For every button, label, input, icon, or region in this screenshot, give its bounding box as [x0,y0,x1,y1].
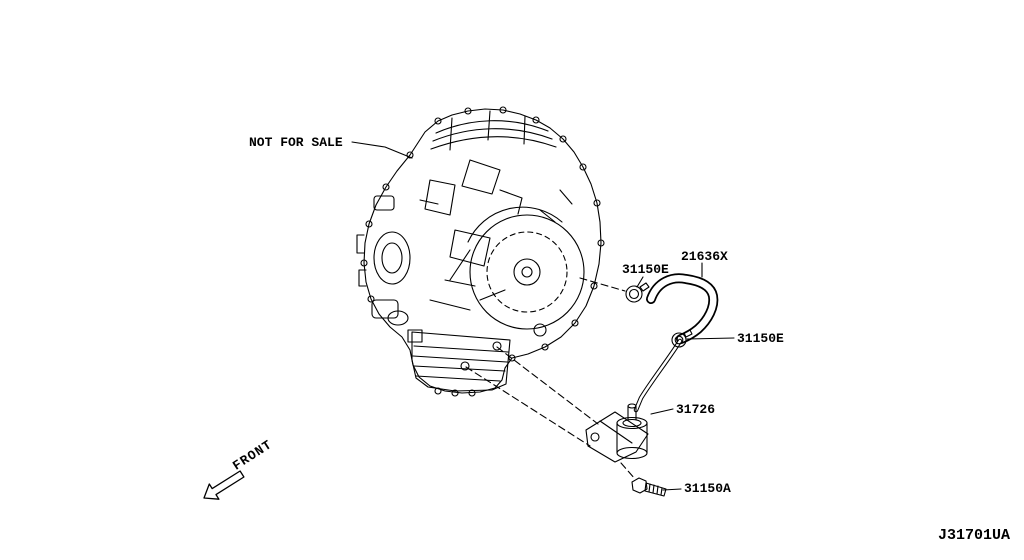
oil-cooler-tube-assembly [585,403,649,463]
hose-clamp-lower [671,329,693,348]
oil-cooler-pipe [633,338,683,413]
callout-label-31150a: 31150A [684,481,731,496]
diagram-code: J31701UA [938,527,1011,544]
callout-label-21636x: 21636X [681,249,728,264]
oil-cooler-hose [646,273,719,344]
callout-label-31726: 31726 [676,402,716,417]
leader-lines [351,141,735,491]
hose-clamp-upper [625,282,650,303]
front-arrow-icon [203,470,245,500]
mounting-bolt [631,477,667,497]
not-for-sale-label: NOT FOR SALE [249,135,343,150]
callout-label-31150e-lower: 31150E [737,331,784,346]
callout-label-31150e-upper: 31150E [622,262,669,277]
dashed-leader-lines [465,277,636,480]
